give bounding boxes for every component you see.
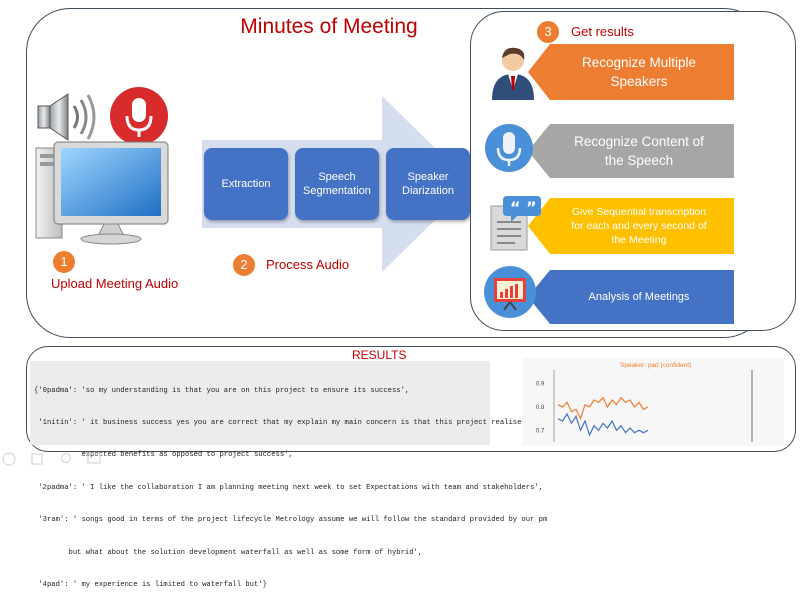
transcript-output: {'0padma': 'so my understanding is that …: [30, 361, 547, 589]
save-icon: [87, 453, 101, 464]
step-3-label: Get results: [571, 24, 634, 39]
step-2-label: Process Audio: [266, 257, 350, 272]
transcript-line: but what about the solution development …: [34, 548, 423, 557]
result-box-arrow-1: [528, 44, 734, 100]
process-box-speaker-diarization: Speaker Diarization: [386, 148, 470, 220]
pan-icon: [31, 453, 43, 465]
page-title: Minutes of Meeting: [240, 15, 418, 38]
step-1-badge: 1: [53, 251, 75, 273]
chart-title: Speaker: pad (confident): [620, 362, 691, 369]
y-tick-label: 0.8: [536, 405, 545, 411]
microphone-icon: [485, 124, 533, 172]
chart-background: [522, 358, 784, 446]
speaker-person-icon: [492, 47, 534, 100]
series-line-0: [557, 396, 649, 421]
step-1-label: Upload Meeting Audio: [51, 276, 179, 291]
transcript-line: '1nitin': ' it business success yes you …: [34, 418, 543, 427]
zoom-icon: [60, 452, 72, 464]
y-tick-label: 0.7: [536, 428, 545, 434]
transcript-line: '4pad': ' my experience is limited to wa…: [34, 580, 267, 589]
document-quote-icon: “ ”: [490, 196, 541, 251]
presentation-chart-icon: [484, 266, 536, 318]
results-output-panel: [26, 346, 796, 452]
y-tick-label: 0.9: [536, 382, 545, 388]
red-microphone-icon: [110, 87, 168, 145]
home-icon: [2, 452, 16, 466]
computer-icon: [35, 141, 169, 245]
transcript-line: '2padma': ' I like the collaboration I a…: [34, 483, 543, 492]
transcript-line: expected benefits as opposed to project …: [34, 451, 293, 460]
result-box-arrow-2: [528, 124, 734, 178]
result-box-arrow-3: [528, 198, 734, 254]
results-heading: RESULTS: [352, 348, 407, 362]
result-recognize-speakers: Recognize Multiple Speakers: [581, 55, 697, 89]
result-box-arrow-4: [528, 270, 734, 324]
transcript-line: {'0padma': 'so my understanding is that …: [34, 386, 410, 395]
transcript-line: '3ram': ' songs good in terms of the pro…: [34, 516, 548, 525]
process-box-extraction: Extraction: [204, 148, 288, 220]
series-line-1: [557, 412, 649, 437]
result-analysis-meetings: Analysis of Meetings: [588, 290, 690, 303]
speaker-confidence-chart: Speaker: pad (confident) 0.9 0.8 0.7: [522, 358, 784, 446]
step-3-badge: 3: [537, 21, 559, 43]
result-recognize-content: Recognize Content of the Speech: [574, 134, 704, 168]
process-box-speech-segmentation: Speech Segmentation: [295, 148, 379, 220]
loudspeaker-icon: [37, 93, 96, 141]
step-2-badge: 2: [233, 254, 255, 276]
result-sequential-transcription: Give Sequential transcription for each a…: [571, 206, 707, 246]
toolbar-icons: [2, 452, 101, 466]
svg-text:“ ”: “ ”: [510, 198, 537, 217]
